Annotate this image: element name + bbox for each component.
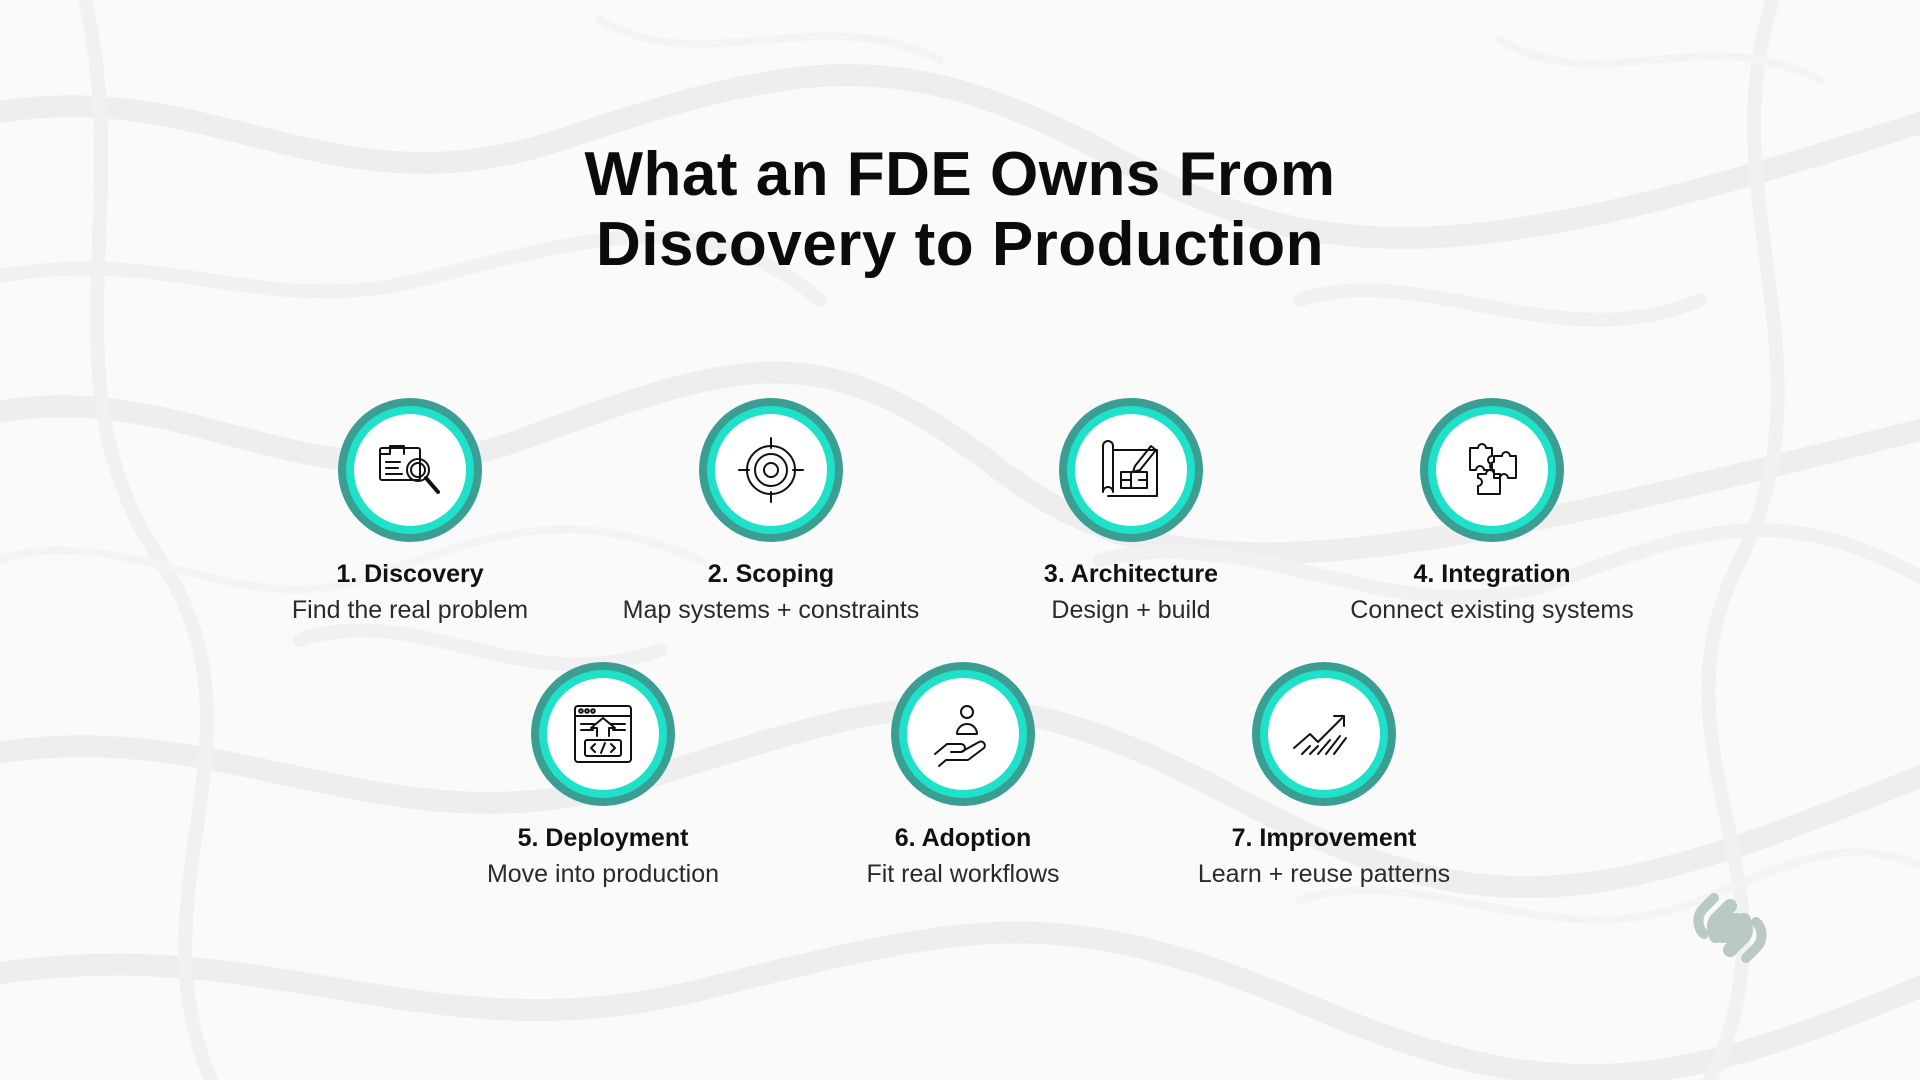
puzzle-icon <box>1469 443 1517 495</box>
step-title: 7. Improvement <box>1231 824 1417 852</box>
step-icon-ring <box>699 398 843 542</box>
step-icon-ring <box>891 662 1035 806</box>
step-discovery: 1. Discovery Find the real problem <box>220 398 600 626</box>
step-title: 1. Discovery <box>336 560 484 588</box>
title-line-1: What an FDE Owns From <box>584 140 1336 209</box>
step-integration: 4. Integration Connect existing systems <box>1302 398 1682 626</box>
brand-logo-icon <box>1693 893 1767 963</box>
step-title: 3. Architecture <box>1043 560 1219 588</box>
step-description: Move into production <box>486 860 720 888</box>
step-icon-ring <box>1252 662 1396 806</box>
step-title: 4. Integration <box>1413 560 1571 588</box>
title-line-2: Discovery to Production <box>595 210 1325 279</box>
step-title: 2. Scoping <box>707 560 835 588</box>
step-title: 5. Deployment <box>517 824 689 852</box>
step-improvement: 7. Improvement Learn + reuse patterns <box>1134 662 1514 890</box>
step-description: Fit real workflows <box>866 860 1060 888</box>
step-icon-ring <box>338 398 482 542</box>
step-architecture: 3. Architecture Design + build <box>941 398 1321 626</box>
page-title: What an FDE Owns From Discovery to Produ… <box>0 140 1920 280</box>
document-magnifier-icon <box>379 445 440 494</box>
browser-code-upload-icon <box>574 705 632 763</box>
step-icon-ring <box>531 662 675 806</box>
step-title: 6. Adoption <box>894 824 1032 852</box>
hand-person-icon <box>934 705 986 767</box>
step-icon-ring <box>1059 398 1203 542</box>
step-description: Map systems + constraints <box>622 596 920 624</box>
blueprint-pencil-icon <box>1102 440 1158 497</box>
step-icon-ring <box>1420 398 1564 542</box>
step-deployment: 5. Deployment Move into production <box>413 662 793 890</box>
step-description: Learn + reuse patterns <box>1197 860 1451 888</box>
step-description: Connect existing systems <box>1350 596 1634 624</box>
step-description: Design + build <box>1051 596 1211 624</box>
growth-chart-icon <box>1293 715 1347 755</box>
step-adoption: 6. Adoption Fit real workflows <box>773 662 1153 890</box>
step-scoping: 2. Scoping Map systems + constraints <box>581 398 961 626</box>
target-icon <box>738 437 804 503</box>
step-description: Find the real problem <box>291 596 529 624</box>
